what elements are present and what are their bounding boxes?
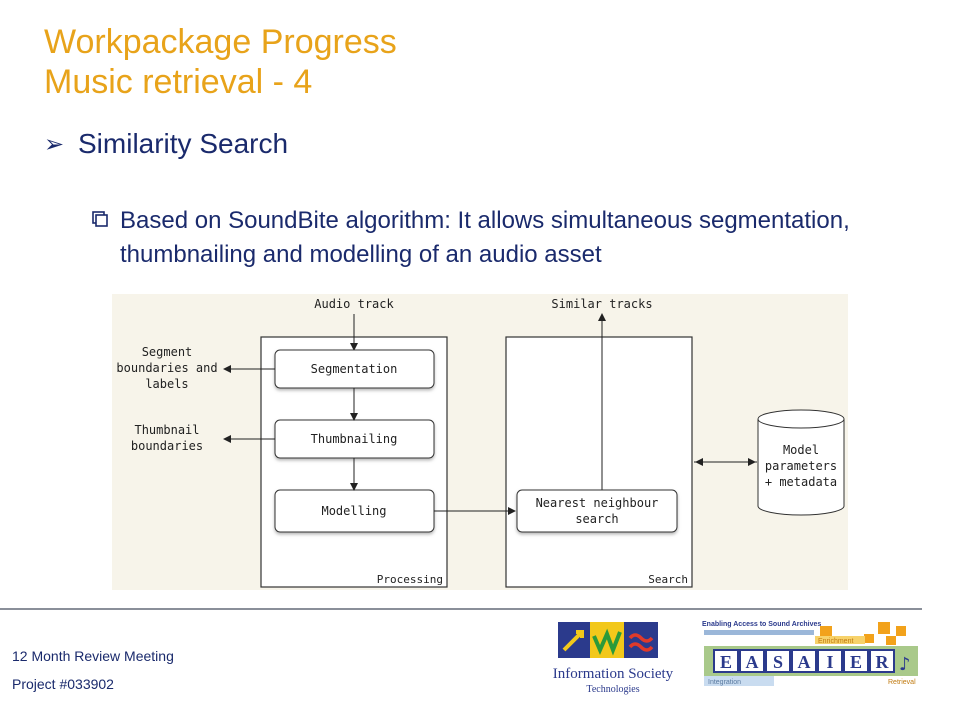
- svg-text:E: E: [850, 652, 862, 672]
- svg-text:E: E: [720, 652, 732, 672]
- similar-tracks-label: Similar tracks: [551, 297, 652, 311]
- ist-logo-line-2: Technologies: [586, 684, 639, 695]
- database-cylinder: [757, 409, 845, 516]
- music-note-icon: ♪: [899, 654, 911, 675]
- svg-text:I: I: [826, 652, 833, 672]
- footer-meeting: 12 Month Review Meeting: [12, 648, 174, 664]
- bullet-soundbite: Based on SoundBite algorithm: It allows …: [92, 204, 922, 272]
- ist-logo-line-1: Information Society: [553, 666, 674, 682]
- bullet-1-text: Similarity Search: [78, 128, 289, 159]
- nearest-neighbour-line-2: search: [575, 512, 618, 526]
- easaier-letter-tiles: E A S A I E R: [713, 649, 895, 673]
- segmentation-label: Segmentation: [311, 362, 398, 376]
- segment-output-line-1: Segment: [142, 345, 193, 359]
- nearest-neighbour-line-1: Nearest neighbour: [536, 496, 659, 510]
- svg-text:S: S: [773, 652, 783, 672]
- title-line-1: Workpackage Progress: [44, 23, 397, 61]
- bullet-2-text: Based on SoundBite algorithm: It allows …: [120, 207, 850, 268]
- easaier-integration: Integration: [708, 679, 741, 686]
- bullet-similarity-search: ➢ Similarity Search: [44, 128, 288, 160]
- database-line-3: + metadata: [765, 475, 837, 489]
- search-panel: [505, 336, 693, 588]
- easaier-tagline: Enabling Access to Sound Archives: [702, 621, 821, 628]
- segment-output-line-2: boundaries and: [116, 361, 217, 375]
- title-line-2: Music retrieval - 4: [44, 63, 313, 101]
- easaier-retrieval: Retrieval: [888, 679, 916, 686]
- slide-title: Workpackage Progress Music retrieval - 4: [44, 22, 397, 102]
- square-bullet-icon: [92, 211, 108, 227]
- segment-output-line-3: labels: [145, 377, 188, 391]
- database-line-2: parameters: [765, 459, 837, 473]
- thumbnail-output-line-2: boundaries: [131, 439, 203, 453]
- soundbite-diagram: Audio track Similar tracks Segmentation …: [112, 294, 848, 590]
- footer-project: Project #033902: [12, 676, 114, 692]
- database-line-1: Model: [783, 443, 819, 457]
- audio-track-label: Audio track: [314, 297, 394, 311]
- thumbnail-output-line-1: Thumbnail: [134, 423, 199, 437]
- svg-text:A: A: [746, 652, 759, 672]
- svg-text:A: A: [798, 652, 811, 672]
- thumbnailing-label: Thumbnailing: [311, 432, 398, 446]
- processing-caption: Processing: [377, 573, 443, 586]
- search-caption: Search: [648, 573, 688, 586]
- arrow-bullet-icon: ➢: [44, 130, 65, 158]
- svg-text:R: R: [876, 652, 890, 672]
- modelling-label: Modelling: [321, 504, 386, 518]
- footer-divider: [0, 608, 922, 610]
- easaier-logo: Enabling Access to Sound Archives Enrich…: [702, 621, 918, 686]
- easaier-enrichment: Enrichment: [818, 638, 853, 645]
- information-society-logo: Information Society Technologies: [553, 622, 674, 695]
- nearest-neighbour-box: [516, 489, 678, 533]
